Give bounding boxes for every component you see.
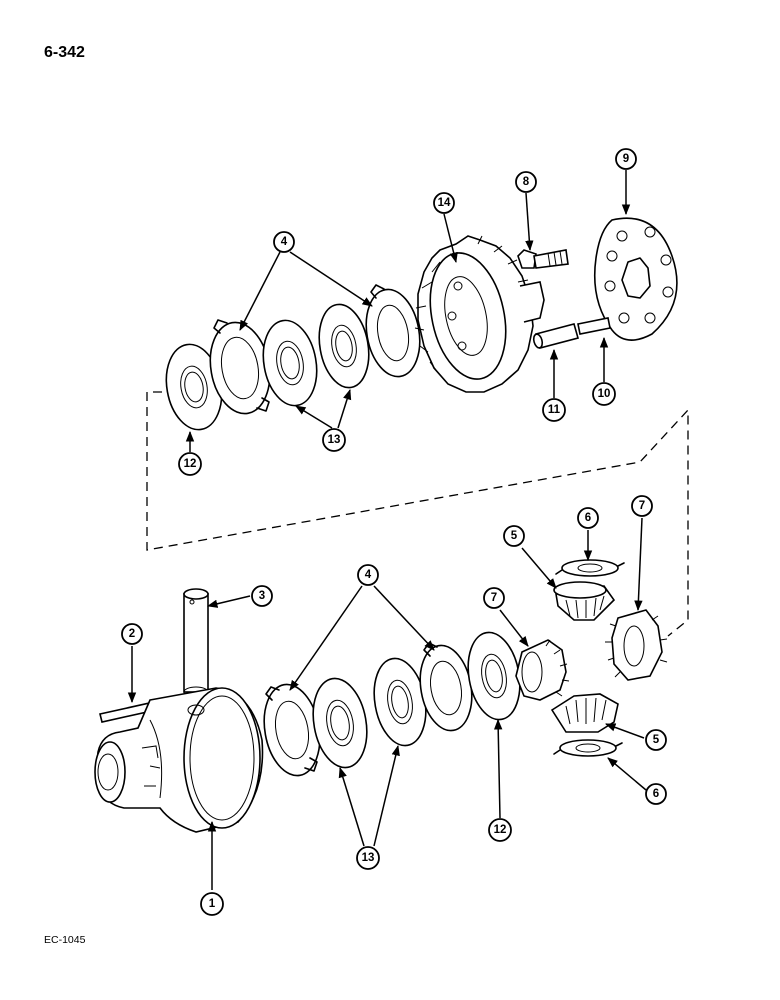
svg-text:7: 7 <box>491 592 497 604</box>
callout-10: 10 <box>592 382 616 406</box>
side-gear-lower <box>515 639 570 701</box>
callout-9: 9 <box>615 148 637 170</box>
svg-text:11: 11 <box>548 404 561 416</box>
svg-text:6: 6 <box>585 512 591 524</box>
callout-2: 2 <box>121 623 143 645</box>
svg-text:6: 6 <box>653 788 659 800</box>
crown-gear <box>414 235 545 393</box>
svg-text:5: 5 <box>653 734 660 746</box>
callout-8: 8 <box>515 171 537 193</box>
callout-3: 3 <box>251 585 273 607</box>
svg-text:10: 10 <box>598 388 611 400</box>
svg-text:1: 1 <box>209 898 216 910</box>
svg-text:12: 12 <box>494 824 507 836</box>
svg-text:13: 13 <box>362 852 375 864</box>
differential-housing <box>94 687 264 833</box>
callout-11: 11 <box>542 398 566 422</box>
page-number: 6-342 <box>44 44 85 61</box>
leader-lines <box>127 170 647 890</box>
cross-shaft <box>183 588 209 698</box>
svg-text:12: 12 <box>184 458 197 470</box>
svg-text:7: 7 <box>639 500 645 512</box>
callout-13-upper: 13 <box>322 428 346 452</box>
svg-text:8: 8 <box>523 176 530 188</box>
separator-plate-upper-right <box>365 284 421 378</box>
callout-7-upper: 7 <box>631 495 653 517</box>
separator-plate-upper-left <box>209 319 271 415</box>
svg-text:14: 14 <box>438 197 451 209</box>
side-gear-upper <box>605 609 668 681</box>
callout-6-lower: 6 <box>645 783 667 805</box>
clutch-disc-upper-b <box>318 303 370 389</box>
svg-text:4: 4 <box>281 236 288 248</box>
bolt <box>517 249 569 269</box>
callout-4-upper: 4 <box>273 231 295 253</box>
lock-plate <box>593 217 678 341</box>
callout-13-lower: 13 <box>356 846 380 870</box>
callout-1: 1 <box>200 892 224 916</box>
drawing-code: EC-1045 <box>44 934 86 946</box>
callout-12-upper: 12 <box>178 452 202 476</box>
callout-4-lower: 4 <box>357 564 379 586</box>
svg-text:4: 4 <box>365 569 372 581</box>
clutch-disc-upper-a <box>262 319 318 407</box>
svg-text:2: 2 <box>129 628 135 640</box>
pinion-gear-lower <box>550 693 619 733</box>
thrust-washer-lower <box>553 739 623 757</box>
pinion-gear-upper <box>553 581 616 621</box>
callout-12-lower: 12 <box>488 818 512 842</box>
thrust-washer-upper <box>555 559 625 577</box>
callout-7-lower: 7 <box>483 587 505 609</box>
svg-text:5: 5 <box>511 530 518 542</box>
svg-text:3: 3 <box>259 590 265 602</box>
callout-14: 14 <box>433 192 455 214</box>
callout-5-lower: 5 <box>645 729 667 751</box>
svg-text:9: 9 <box>623 153 629 165</box>
dowel-pin <box>577 317 611 335</box>
clutch-disc-lower-a <box>312 677 368 769</box>
callout-5-upper: 5 <box>503 525 525 547</box>
svg-text:13: 13 <box>328 434 341 446</box>
assembly-dashed-line <box>146 391 689 637</box>
cylinder-pin <box>532 323 579 349</box>
callout-6-upper: 6 <box>577 507 599 529</box>
